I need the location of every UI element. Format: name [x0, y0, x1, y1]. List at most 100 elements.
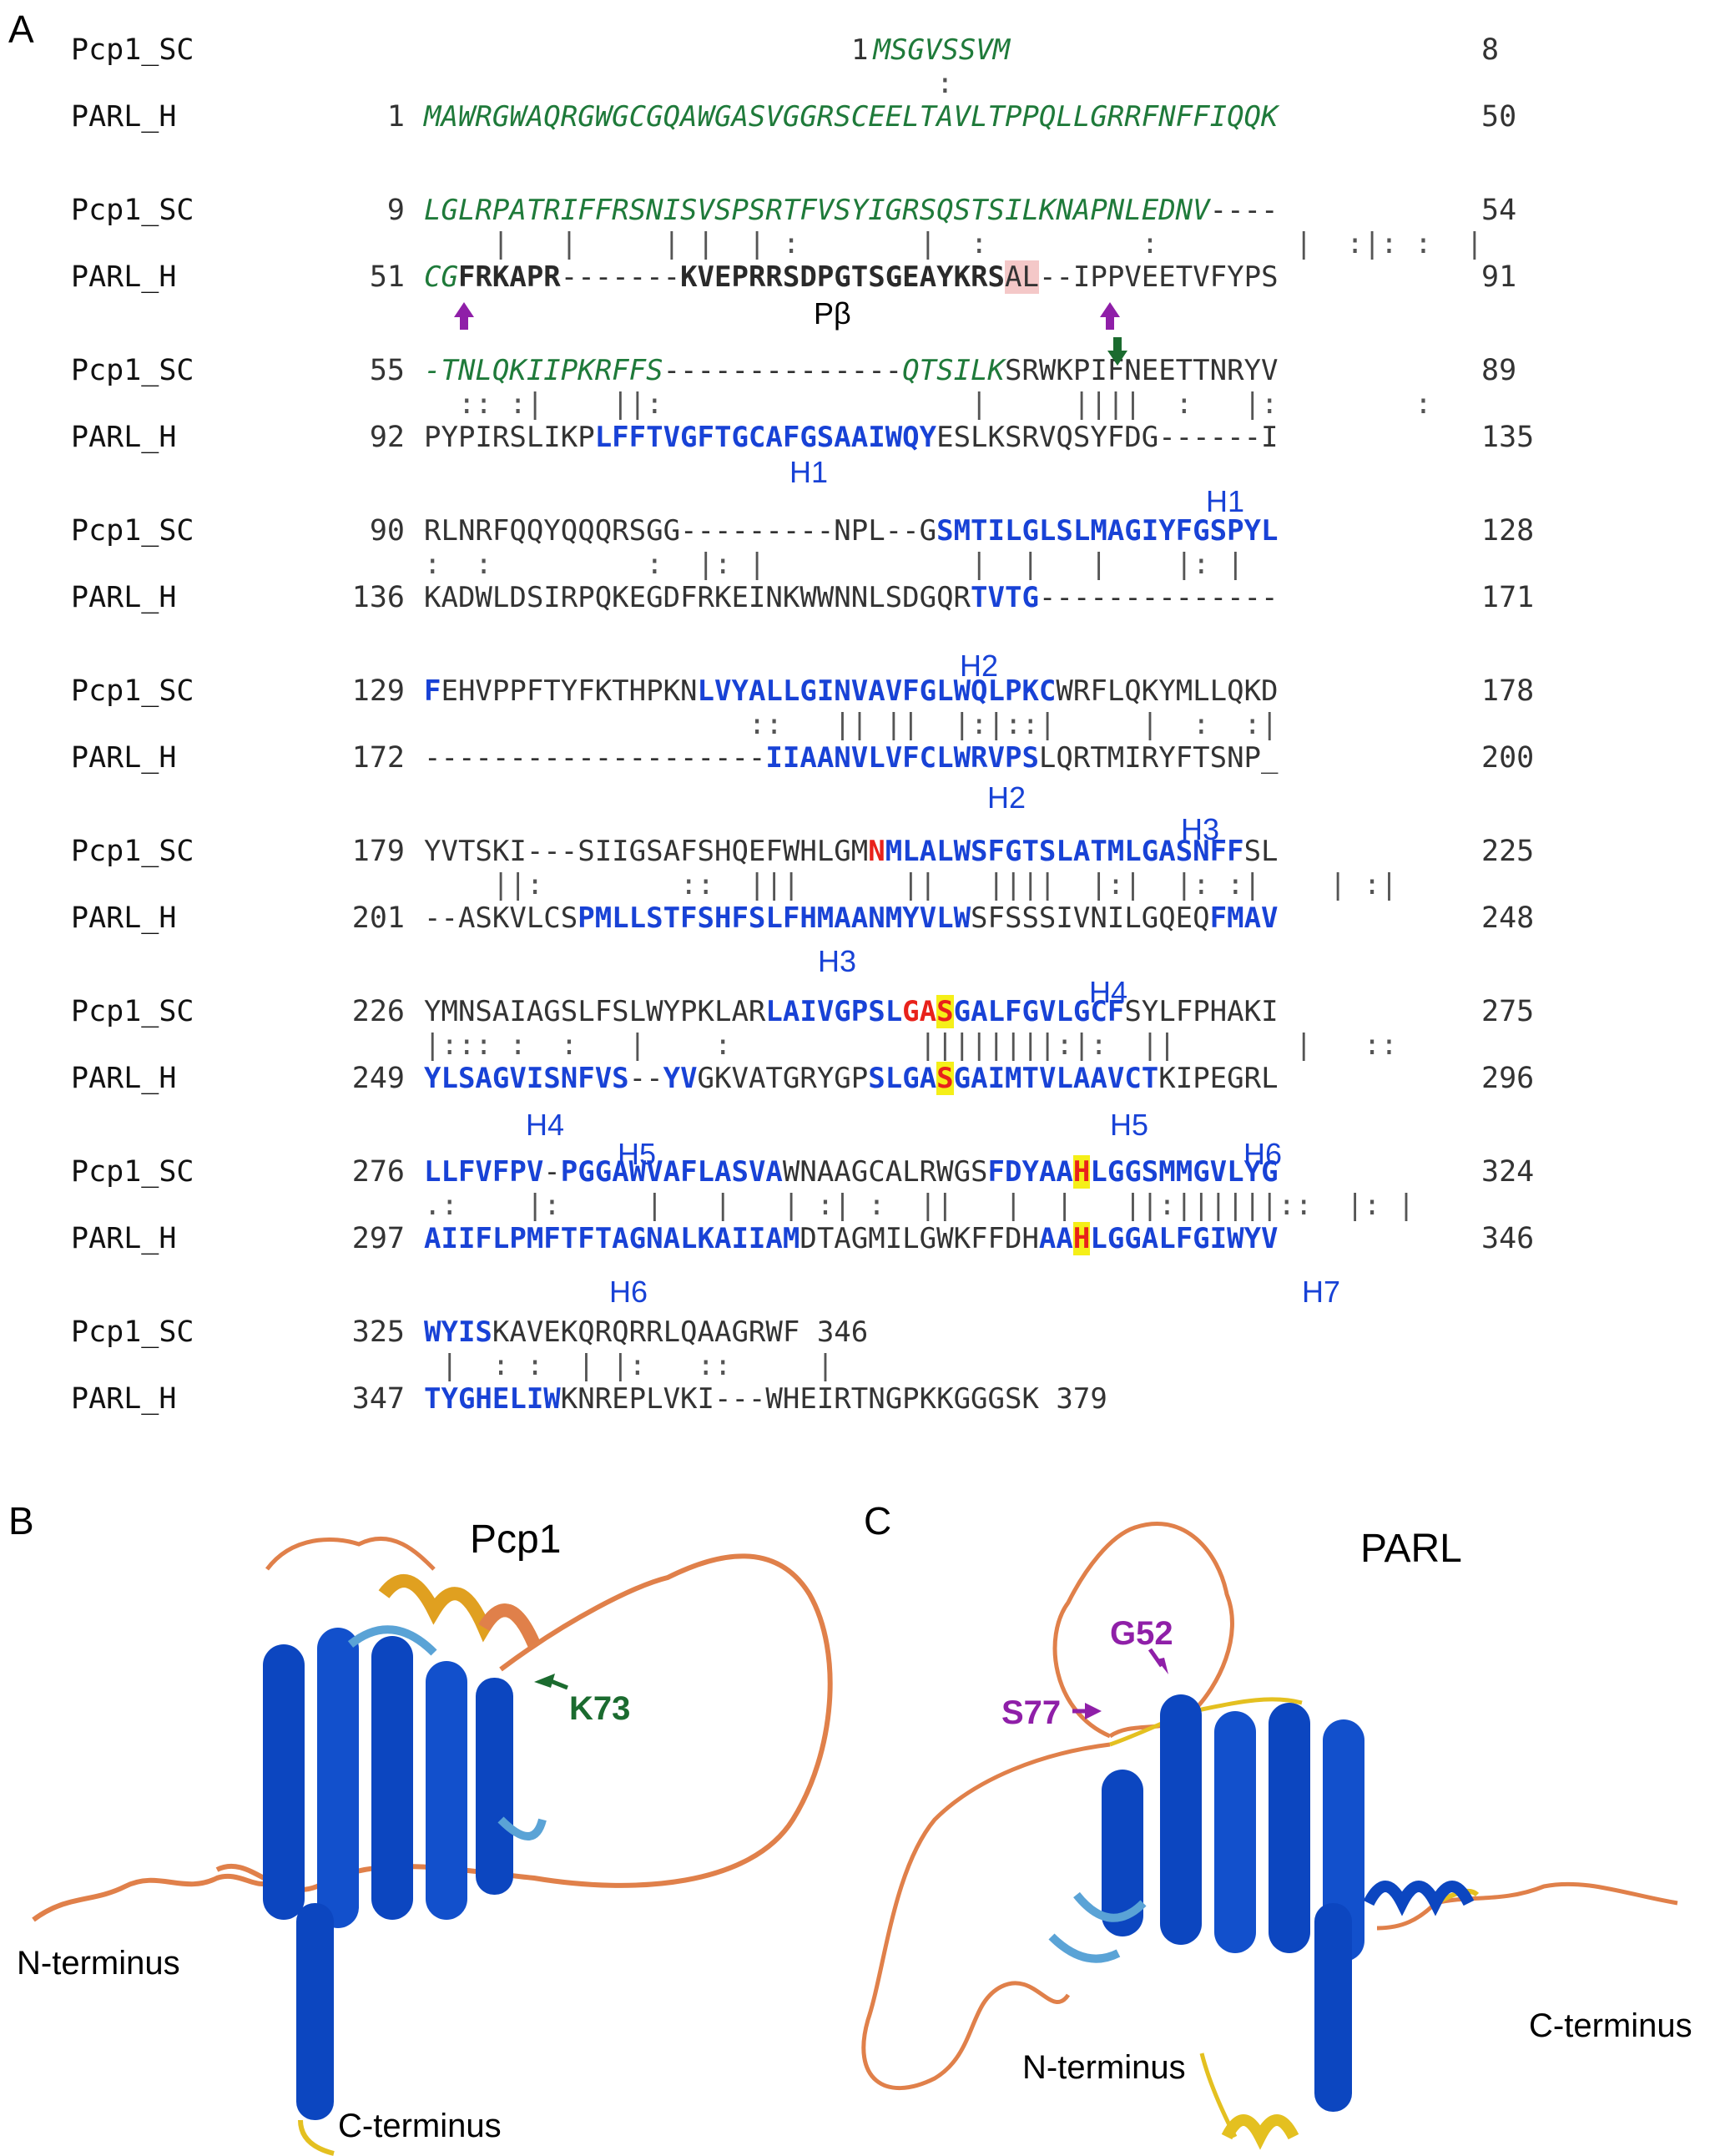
sequence-line: RLNRFQQYQQQRSGG---------NPL--GSMTILGLSLM… [424, 514, 1279, 548]
sequence-segment: RLNRFQQYQQQRSGG---------NPL--G [424, 514, 937, 548]
parl-tm-helix [1102, 1770, 1143, 1936]
sequence-line: AIIFLPMFTFTAGNALKAIIAMDTAGMILGWKFFDHAAHL… [424, 1222, 1279, 1255]
helix-label: H2 [987, 780, 1026, 815]
sequence-segment: - [543, 1155, 561, 1189]
start-position: 249 [351, 1062, 405, 1095]
sequence-segment: LQRTMIRYFTSNP_ [1038, 741, 1279, 775]
start-position: 172 [351, 741, 405, 775]
sequence-segment: YV [663, 1062, 698, 1095]
sequence-segment: SL [1243, 835, 1279, 868]
sequence-name: Pcp1_SC [71, 1155, 194, 1189]
match-line: | | | | | : | : : | :|: : | [424, 227, 1484, 260]
match-line: ||: :: ||| || |||| |:| |: :| | :| [424, 868, 1398, 901]
sequence-segment: EHVPPFTYFKTHPKN [441, 674, 698, 708]
sequence-segment: SYLFPHAKI [1124, 995, 1279, 1028]
pcp1-beta-strands [347, 1625, 547, 1840]
parl-tm-helix [1214, 1711, 1256, 1953]
pcp1-structure [32, 1537, 833, 2156]
sequence-segment: ------- [560, 260, 681, 294]
sequence-name: Pcp1_SC [71, 995, 194, 1028]
sequence-segment: LFFTVGFTGCAFGSAAIWQY [594, 421, 937, 454]
sequence-segment: CG [424, 260, 458, 294]
arrow-left-icon [534, 1674, 555, 1688]
sequence-segment: LVYALLGINVAVFGLWQLPKC [697, 674, 1057, 708]
pcp1-tm-helix [371, 1636, 413, 1920]
sequence-segment: DTAGMILGWKFFDH [799, 1222, 1039, 1255]
end-position: 50 [1481, 100, 1517, 134]
sequence-name: Pcp1_SC [71, 1315, 194, 1349]
sequence-segment: --IPPVEETVFYPS [1038, 260, 1279, 294]
sequence-segment: TYGHELIW [424, 1382, 561, 1416]
pcp1-tm-helix [426, 1661, 467, 1920]
sequence-segment: F [424, 674, 441, 708]
sequence-segment: ESLKSRVQSYFDG------I [936, 421, 1279, 454]
sequence-name: PARL_H [71, 1062, 177, 1095]
sequence-name: PARL_H [71, 581, 177, 614]
helix-label: H6 [1243, 1137, 1283, 1171]
start-position: 1 [386, 100, 405, 134]
sequence-name: Pcp1_SC [71, 33, 194, 67]
pcp1-tm-helix [317, 1628, 359, 1928]
match-line: :: || || |:|::| | : :| [424, 708, 1279, 741]
sequence-line: YVTSKI---SIIGSAFSHQEFWHLGMNMLALWSFGTSLAT… [424, 835, 1279, 868]
sequence-line: CGFRKAPR-------KVEPRRSDPGTSGEAYKRSAL--IP… [424, 260, 1279, 294]
end-position: 8 [1481, 33, 1500, 67]
sequence-segment: H [1072, 1222, 1091, 1255]
sequence-name: Pcp1_SC [71, 354, 194, 387]
sequence-segment: FMAV [1209, 901, 1279, 935]
parl-long-helix [1314, 1903, 1352, 2112]
sequence-name: PARL_H [71, 741, 177, 775]
end-position: 54 [1481, 194, 1517, 227]
panel-b-title: Pcp1 [470, 1517, 562, 1562]
sequence-line: LLFVFPV-PGGAWVAFLASVAWNAAGCALRWGSFDYAAHL… [424, 1155, 1279, 1189]
parl-n-terminus-label: N-terminus [1022, 2049, 1186, 2086]
sequence-line: TYGHELIWKNREPLVKI---WHEIRTNGPKKGGGSK 379 [424, 1382, 1107, 1416]
sequence-segment: -- [628, 1062, 663, 1095]
helix-label: H6 [609, 1275, 648, 1309]
helix-label: H7 [1302, 1275, 1341, 1309]
sequence-line: --ASKVLCSPMLLSTFSHFSLFHMAANMYVLWSFSSSIVN… [424, 901, 1279, 935]
sequence-segment: IIAANVLVFCLWRVPS [765, 741, 1039, 775]
parl-c-terminal-tail [1376, 1881, 1678, 1931]
end-position: 200 [1481, 741, 1535, 775]
sequence-segment: YLSAGVISNFVS [424, 1062, 629, 1095]
match-line: : : : |: | | | | |: | [424, 548, 1244, 581]
sequence-segment: WYIS [424, 1315, 492, 1349]
start-position: 179 [351, 835, 405, 868]
sequence-segment: PMLLSTFSHFSLFHMAANMYVLW [578, 901, 971, 935]
sequence-line: PYPIRSLIKPLFFTVGFTGCAFGSAAIWQYESLKSRVQSY… [424, 421, 1279, 454]
helix-label: H4 [1089, 975, 1128, 1009]
sequence-segment: AIIFLPMFTFTAGNALKAIIAM [424, 1222, 800, 1255]
sequence-segment: --ASKVLCS [424, 901, 578, 935]
sequence-segment: YVTSKI---SIIGSAFSHQEFWHLGM [424, 835, 869, 868]
sequence-name: Pcp1_SC [71, 194, 194, 227]
parl-tm-helix [1323, 1719, 1364, 1962]
start-position: 276 [351, 1155, 405, 1189]
sequence-segment: -------------- [663, 354, 903, 387]
end-position: 171 [1481, 581, 1535, 614]
match-line: : [424, 67, 954, 100]
sequence-segment: FRKAPR [457, 260, 561, 294]
sequence-segment: AA [1038, 1222, 1073, 1255]
start-position: 55 [369, 354, 405, 387]
sequence-segment: KADWLDSIRPQKEGDFRKEINKWWNNLSDGQR [424, 581, 971, 614]
sequence-segment: YMNSAIAGSLFSLWYPKLAR [424, 995, 766, 1028]
sequence-name: PARL_H [71, 421, 177, 454]
sequence-name: PARL_H [71, 1382, 177, 1416]
parl-helix-coil [1363, 1881, 1475, 1916]
sequence-segment: 1 [851, 33, 869, 67]
site-g52: G52 [1110, 1615, 1173, 1652]
end-position: 89 [1481, 354, 1517, 387]
sequence-name: Pcp1_SC [71, 514, 194, 548]
end-position: 275 [1481, 995, 1535, 1028]
start-position: 9 [386, 194, 405, 227]
sequence-segment: SFSSSIVNILGQEQ [971, 901, 1210, 935]
start-position: 347 [351, 1382, 405, 1416]
sequence-line: YLSAGVISNFVS--YVGKVATGRYGPSLGASGAIMTVLAA… [424, 1062, 1279, 1095]
end-position: 346 [1481, 1222, 1535, 1255]
parl-beta-strands [1048, 1891, 1147, 1963]
arrow-down-icon [1107, 337, 1127, 366]
match-line: |::: : : | : ||||||||:|: || | :: [424, 1028, 1398, 1062]
start-position: 325 [351, 1315, 405, 1349]
